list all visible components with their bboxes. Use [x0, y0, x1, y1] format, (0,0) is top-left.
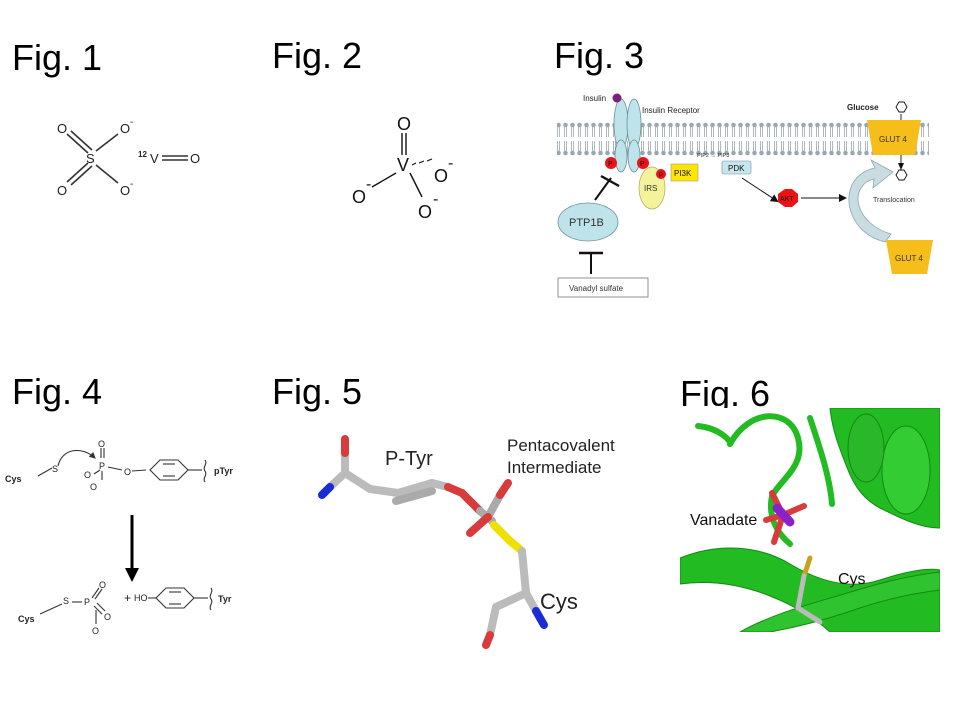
fig4-top-cys: Cys	[5, 474, 22, 484]
ptp1b-inhibition-bar	[600, 174, 620, 188]
glut4-top-label: GLUT 4	[879, 135, 907, 144]
ptp1b-inhibition-line	[594, 177, 612, 201]
fig4-bottom-s: S	[63, 596, 69, 606]
fig5-ptyr-label: P-Tyr	[385, 448, 433, 470]
fig4-top-o-ester: O	[124, 467, 131, 477]
phospho-1-label: P	[608, 161, 613, 168]
fig2-minus-bottom: -	[433, 191, 438, 208]
fig-2-structure: O V O - O - O -	[352, 114, 453, 222]
pip-conversion-label: PIP2 → PIP3	[697, 153, 729, 159]
fig5-cys-label: Cys	[540, 589, 578, 614]
glut4-top-shape	[867, 120, 921, 155]
fig2-minus-right: -	[448, 155, 453, 172]
fig2-o-left: O	[352, 187, 366, 207]
fig-4-label: Fig. 4	[12, 371, 103, 412]
pi3k-box	[670, 163, 699, 182]
fig4-top-s: S	[52, 464, 58, 474]
fig1-o-minus-bottom: O	[120, 183, 130, 198]
insulin-label: Insulin	[583, 94, 606, 103]
fig4-bottom-ho: HO	[134, 593, 148, 603]
fig2-o-right: O	[434, 166, 448, 186]
reaction-arrow-head	[125, 568, 139, 582]
fig4-top-p: P	[99, 461, 105, 471]
fig1-o-v: O	[190, 151, 200, 166]
translocation-arrow	[848, 159, 894, 243]
ptp1b-protein	[557, 202, 619, 242]
fig-3-label: Fig. 3	[554, 35, 645, 76]
fig4-bottom-tyr: Tyr	[218, 594, 232, 604]
phospho-3-label: P	[659, 173, 663, 179]
fig1-o-top: O	[57, 121, 67, 136]
irs-label: IRS	[644, 184, 657, 193]
fig1-isotope: 12	[138, 150, 147, 159]
glut4-bottom-shape	[886, 240, 933, 274]
pdk-label: PDK	[728, 164, 745, 173]
fig2-v: V	[397, 155, 409, 175]
akt-octagon	[778, 189, 798, 207]
pdk-box	[721, 160, 752, 175]
fig4-bottom-o3: O	[92, 626, 99, 636]
fig-1-label: Fig. 1	[12, 37, 103, 78]
fig2-minus-left: -	[366, 176, 371, 193]
glut4-bottom-label: GLUT 4	[895, 254, 923, 263]
ptp1b-label: PTP1B	[569, 217, 604, 229]
phospho-2	[637, 157, 649, 169]
fig-2-label: Fig. 2	[272, 35, 363, 76]
fig-6-protein-structure: Vanadate Cys	[680, 408, 940, 632]
glucose-label: Glucose	[847, 103, 879, 112]
fig6-vanadate-label: Vanadate	[690, 512, 757, 529]
fig4-bottom-o2: O	[104, 612, 111, 622]
fig1-minus-top: -	[130, 117, 133, 128]
fig2-o-top: O	[397, 114, 411, 134]
phospho-1	[605, 157, 617, 169]
fig4-bottom-o1: O	[99, 580, 106, 590]
fig4-bottom-cys: Cys	[18, 614, 35, 624]
fig1-v: V	[150, 151, 159, 166]
insulin-receptor-left-bottom	[614, 139, 628, 173]
fig1-s: S	[86, 151, 95, 166]
fig-6-label: Fig. 6	[680, 373, 771, 414]
vanadyl-sulfate-box	[557, 277, 649, 298]
fig1-minus-bottom: -	[130, 179, 133, 190]
translocation-label: Translocation	[873, 197, 915, 204]
fig-3-pathway-diagram: Insulin Insulin Receptor P P IRS P PI3K …	[557, 93, 933, 298]
insulin-molecule	[612, 93, 622, 103]
phospho-3	[656, 169, 666, 179]
fig-5-label: Fig. 5	[272, 371, 363, 412]
fig5-intermediate-label: Intermediate	[507, 458, 602, 477]
insulin-receptor-label: Insulin Receptor	[642, 106, 700, 115]
glucose-transport-arrow-head	[898, 163, 904, 170]
fig5-pentacovalent-label: Pentacovalent	[507, 436, 615, 455]
fig4-top-ptyr: pTyr	[214, 466, 233, 476]
fig4-bottom-p: P	[84, 597, 90, 607]
fig4-plus: +	[124, 591, 131, 605]
pi3k-label: PI3K	[674, 169, 692, 178]
akt-label: AKT	[780, 196, 794, 203]
fig6-cys-label: Cys	[838, 571, 866, 588]
fig-4-reaction-mechanism: Cys S O O O P O pTyr Cys S P O O O + HO …	[5, 440, 233, 636]
fig4-top-o-minus1: O	[84, 470, 91, 480]
fig4-top-o-minus2: O	[90, 482, 97, 492]
fig1-o-bottom: O	[57, 183, 67, 198]
fig-5-stick-model: P-Tyr Pentacovalent Intermediate Cys	[318, 435, 615, 649]
glucose-hexagon-top	[895, 101, 908, 113]
vanadyl-sulfate-label: Vanadyl sulfate	[569, 284, 624, 293]
fig1-o-minus-top: O	[120, 121, 130, 136]
insulin-receptor-right-bottom	[627, 139, 641, 173]
fig-1-structure: O O - S O O - 12 V O	[57, 117, 200, 198]
glucose-hexagon-bottom	[895, 169, 908, 181]
phospho-2-label: P	[640, 161, 645, 168]
fig2-o-bottom: O	[418, 202, 432, 222]
fig4-top-o-top: O	[98, 440, 105, 449]
pdk-to-akt-arrow	[741, 177, 779, 203]
